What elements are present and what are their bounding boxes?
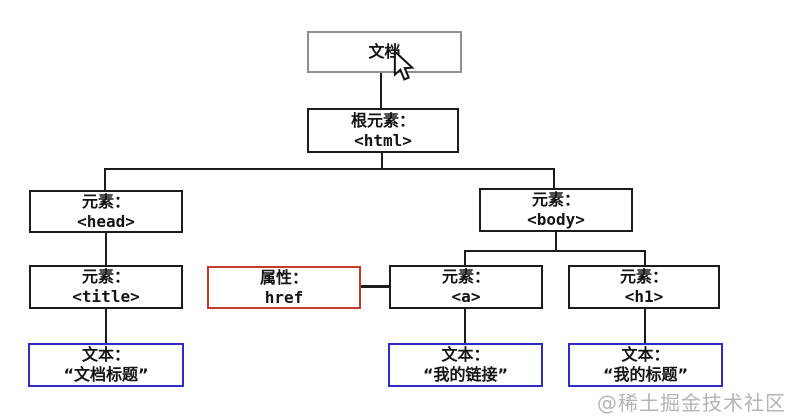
connector-head-title [105,233,107,267]
node-a: 元素： <a> [389,265,543,309]
connector-body-children-rail [464,250,646,252]
text-node-value: “我的标题” [602,365,689,384]
connector-drop-h1 [644,250,646,267]
node-head-label: 元素： [81,191,130,211]
node-attribute-href: 属性： href [207,266,361,309]
connector-drop-a [464,250,466,267]
connector-html-children-rail [104,168,555,170]
node-text-document-title: 文本： “文档标题” [28,343,184,387]
connector-a-text [464,308,466,344]
text-node-label: 文本： [441,345,490,364]
connector-html-stub [381,152,383,170]
node-h1-tag: <h1> [624,287,664,306]
node-html: 根元素： <html> [307,108,459,153]
connector-drop-body [553,168,555,190]
node-head: 元素： <head> [29,190,183,233]
node-document-label: 文档 [368,42,401,61]
node-body: 元素： <body> [479,188,633,232]
connector-h1-text [644,308,646,344]
node-a-label: 元素： [441,267,490,286]
node-text-my-heading: 文本： “我的标题” [568,343,723,387]
connector-title-text [105,308,107,344]
node-title: 元素： <title> [29,265,183,309]
node-body-tag: <body> [527,210,585,229]
text-node-value: “我的链接” [422,365,509,384]
watermark: @稀土掘金技术社区 [597,391,786,415]
mouse-cursor-icon [393,50,415,81]
node-html-label: 根元素： [350,110,415,130]
text-node-value: “文档标题” [63,365,149,384]
node-href-label: 属性： [259,267,308,287]
node-h1: 元素： <h1> [568,265,720,309]
connector-body-stub [555,232,557,252]
connector-href-a [359,285,391,288]
text-node-label: 文本： [621,345,670,364]
connector-document-html [380,73,382,108]
node-title-tag: <title> [72,287,140,306]
node-href-value: href [264,287,304,307]
node-document: 文档 [307,31,462,73]
node-a-tag: <a> [451,287,481,306]
node-body-label: 元素： [531,190,580,209]
node-title-label: 元素： [81,267,130,286]
connector-drop-head [104,168,106,192]
node-html-tag: <html> [354,130,412,150]
node-head-tag: <head> [77,211,135,231]
node-text-my-link: 文本： “我的链接” [388,343,543,387]
node-h1-label: 元素： [619,267,668,286]
text-node-label: 文本： [81,345,130,364]
